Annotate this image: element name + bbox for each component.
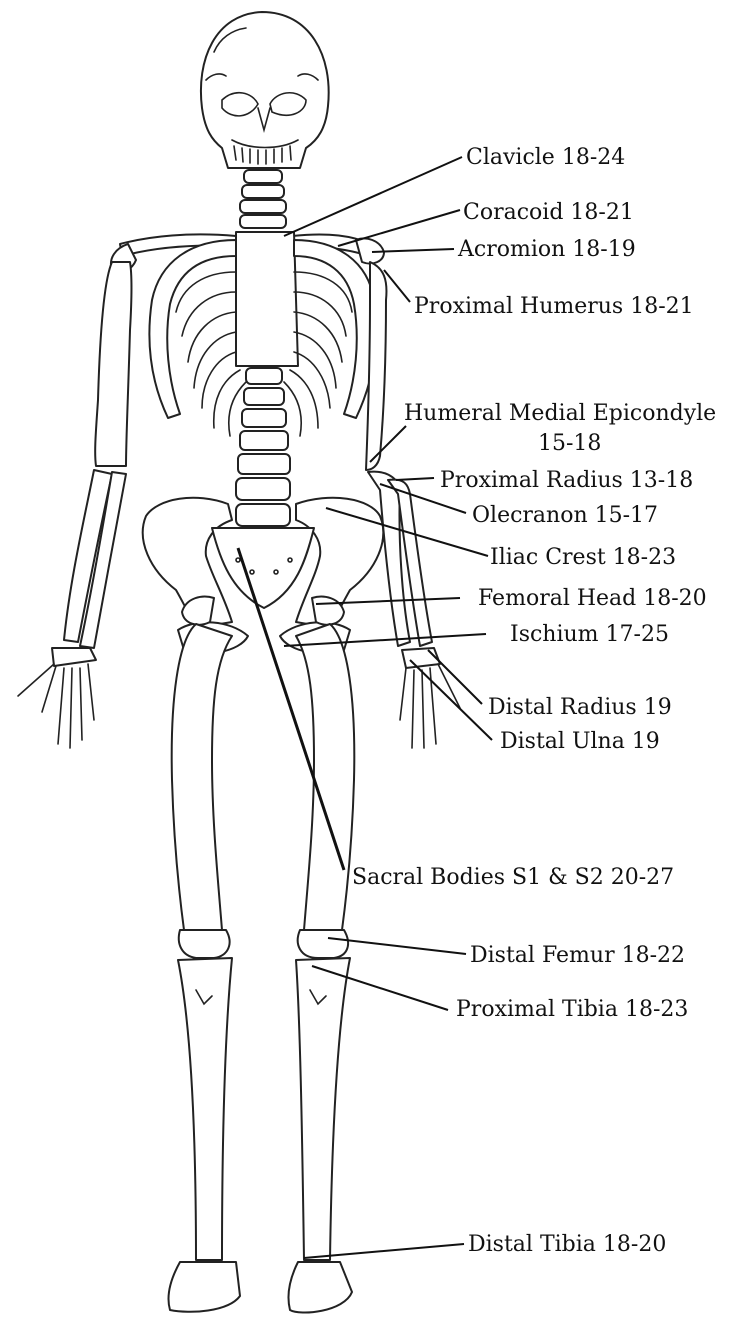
label-olecranon: Olecranon 15-17 [472,503,658,528]
label-femoral-head: Femoral Head 18-20 [478,586,707,611]
label-acromion: Acromion 18-19 [457,237,636,262]
left-arm [18,262,132,748]
label-distal-femur: Distal Femur 18-22 [470,943,685,968]
label-clavicle: Clavicle 18-24 [466,145,625,170]
proximal-humerus-leader [384,270,410,302]
label-coracoid: Coracoid 18-21 [463,200,634,225]
label-humeral-medial-epicondyle-line2: 15-18 [538,431,601,456]
skull [201,12,329,168]
distal-radius-leader [428,650,482,704]
label-sacral-bodies: Sacral Bodies S1 & S2 20-27 [352,865,674,890]
label-proximal-radius: Proximal Radius 13-18 [440,468,693,493]
label-distal-radius: Distal Radius 19 [488,695,672,720]
labels: Clavicle 18-24 Coracoid 18-21 Acromion 1… [352,145,716,1257]
label-iliac-crest: Iliac Crest 18-23 [490,545,676,570]
lumbar-spine [236,368,290,526]
clavicle-leader [284,157,462,236]
left-leg [168,624,240,1312]
coracoid-leader [338,210,460,246]
label-proximal-tibia: Proximal Tibia 18-23 [456,997,688,1022]
label-ischium: Ischium 17-25 [510,622,669,647]
proximal-radius-leader [396,478,434,480]
label-proximal-humerus: Proximal Humerus 18-21 [414,294,694,319]
skeleton-illustration [18,12,460,1313]
right-arm [366,262,460,748]
label-humeral-medial-epicondyle-line1: Humeral Medial Epicondyle [404,401,716,426]
label-distal-tibia: Distal Tibia 18-20 [468,1232,666,1257]
cervical-spine [240,170,286,228]
label-distal-ulna: Distal Ulna 19 [500,729,660,754]
